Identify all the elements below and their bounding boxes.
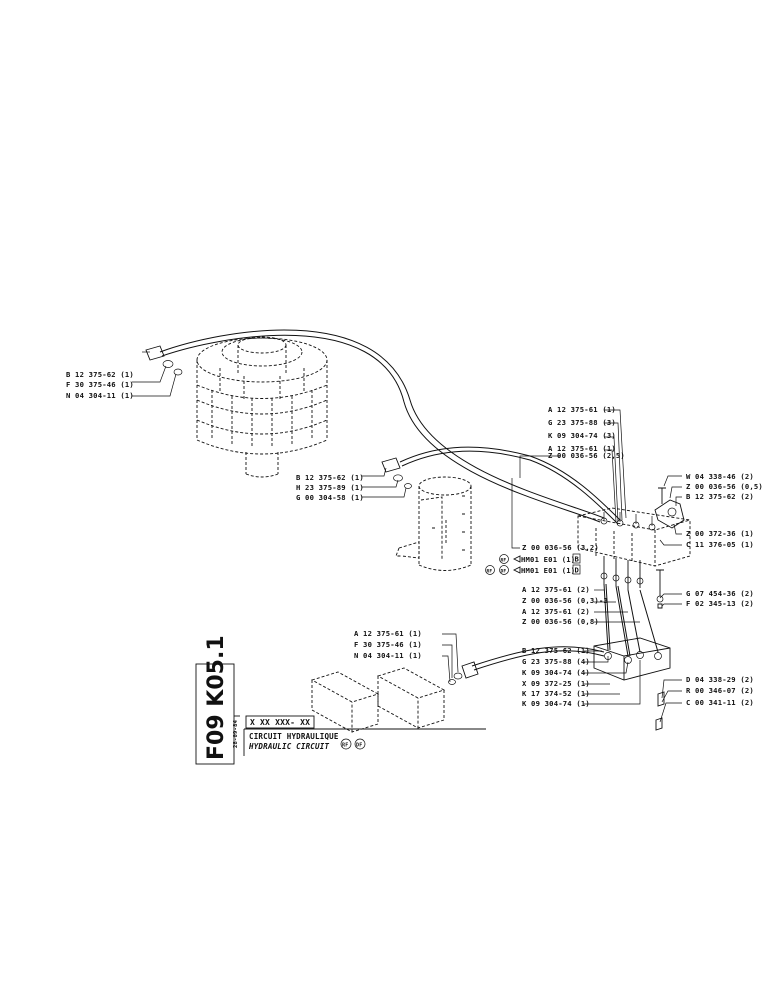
callouts-right-mid: Z 00 372-36 (1) C 11 376-05 (1)	[686, 529, 754, 549]
callout-label: F 30 375-46 (1)	[354, 640, 422, 649]
callouts-mid-left: A 12 375-61 (2) Z 00 036-56 (0,3)-3 A 12…	[522, 585, 608, 626]
callout-label: A 12 375-61 (2)	[522, 607, 590, 616]
callout-label: G 23 375-88 (3)	[548, 418, 616, 427]
arrow-icon	[512, 566, 521, 574]
badge-text: DF	[356, 743, 362, 749]
callout-label: HM01 E01 (1)	[521, 566, 575, 575]
callouts-hose-mid: Z 00 036-56 (3,2) RF HM01 E01 (1) B RF D…	[485, 543, 599, 575]
callout-label: HM01 E01 (1)	[521, 555, 575, 564]
code-box	[195, 663, 235, 765]
callouts-motor: B 12 375-62 (1) F 30 375-46 (1) N 04 304…	[66, 370, 134, 400]
callout-label: A 12 375-61 (1)	[548, 444, 616, 453]
callout-label: X 09 372-25 (1)	[522, 679, 590, 688]
arrow-icon	[512, 555, 521, 563]
drawing-code-text: F09 K05.1	[204, 635, 229, 760]
callouts-low-left: A 12 375-61 (1) F 30 375-46 (1) N 04 304…	[354, 629, 422, 660]
pilot-valve-drawing	[395, 476, 472, 571]
df-badge-icon	[499, 565, 509, 575]
callout-label: G 07 454-36 (2)	[686, 589, 754, 598]
letter-box	[572, 553, 581, 564]
callout-label: R 00 346-07 (2)	[686, 686, 754, 695]
callouts-low-right: D 04 338-29 (2) R 00 346-07 (2) C 00 341…	[686, 675, 754, 707]
callout-label: G 23 375-88 (4)	[522, 657, 590, 666]
callouts-right-top: W 04 338-46 (2) Z 00 036-56 (0,5) B 12 3…	[686, 472, 763, 501]
callout-label: K 09 304-74 (4)	[522, 668, 590, 677]
callout-label: Z 00 372-36 (1)	[686, 529, 754, 538]
callout-label: Z 00 036-56 (0,5)	[686, 482, 763, 491]
callout-label: N 04 304-11 (1)	[66, 391, 134, 400]
callout-label: B 12 375-62 (2)	[686, 492, 754, 501]
callout-label: A 12 375-61 (1)	[354, 629, 422, 638]
callout-label: H 23 375-89 (1)	[296, 483, 364, 492]
fittings	[145, 345, 479, 685]
manifold-drawing	[593, 637, 671, 731]
badge-text: RF	[501, 558, 507, 564]
callout-label: G 00 304-58 (1)	[296, 493, 364, 502]
callout-label: Z 00 036-56 (3,2)	[522, 543, 599, 552]
hydraulic-hoses	[159, 329, 659, 671]
title-block: X XX XXX- XX 28-09-84 CIRCUIT HYDRAULIQU…	[195, 663, 486, 765]
df-badge-icon	[354, 738, 366, 750]
callout-label: B 12 375-62 (1)	[66, 370, 134, 379]
ref-number: X XX XXX- XX	[250, 718, 310, 727]
rf-badge-icon	[499, 554, 509, 564]
badge-text: RF	[342, 743, 348, 749]
hose-letter: B	[575, 555, 580, 564]
callouts-block-top: A 12 375-61 (1) G 23 375-88 (3) K 09 304…	[548, 405, 625, 460]
callout-label: A 12 375-61 (2)	[522, 585, 590, 594]
callout-label: D 04 338-29 (2)	[686, 675, 754, 684]
callout-label: Z 00 036-56 (0,3)-3	[522, 596, 608, 605]
ref-box	[245, 715, 315, 729]
rf-badge-icon	[485, 565, 495, 575]
callout-label: Z 00 036-56 (0,8)	[522, 617, 599, 626]
callout-label: C 00 341-11 (2)	[686, 698, 754, 707]
callout-label: K 09 304-74 (1)	[522, 699, 590, 708]
badge-text: DF	[501, 569, 507, 575]
hose-letter: D	[575, 566, 580, 575]
rf-badge-icon	[340, 738, 352, 750]
callout-label: F 02 345-13 (2)	[686, 599, 754, 608]
drawing-date: 28-09-84	[233, 719, 239, 748]
callout-label: C 11 376-05 (1)	[686, 540, 754, 549]
distributor-block-drawing	[577, 487, 691, 609]
callouts-low-center: B 12 375-62 (1) G 23 375-88 (4) K 09 304…	[522, 646, 590, 708]
title-english: HYDRAULIC CIRCUIT	[248, 742, 329, 751]
title-french: CIRCUIT HYDRAULIQUE	[249, 732, 339, 741]
badge-text: RF	[487, 569, 493, 575]
callouts-right-low: G 07 454-36 (2) F 02 345-13 (2)	[686, 589, 754, 608]
leader-lines	[132, 351, 682, 723]
letter-box	[572, 564, 581, 575]
callout-label: K 17 374-52 (1)	[522, 689, 590, 698]
callout-label: K 09 304-74 (3)	[548, 431, 616, 440]
support-blocks-drawing	[310, 667, 446, 733]
callout-label: N 04 304-11 (1)	[354, 651, 422, 660]
callout-label: B 12 375-62 (1)	[522, 646, 590, 655]
callouts-valve: B 12 375-62 (1) H 23 375-89 (1) G 00 304…	[296, 473, 364, 502]
slewing-motor-drawing	[196, 336, 328, 478]
callout-label: Z 00 036-56 (2,5)	[548, 451, 625, 460]
drawing-code: F09 K05.1	[196, 635, 234, 764]
callout-label: A 12 375-61 (1)	[548, 405, 616, 414]
callout-label: B 12 375-62 (1)	[296, 473, 364, 482]
callout-label: F 30 375-46 (1)	[66, 380, 134, 389]
callout-label: W 04 338-46 (2)	[686, 472, 754, 481]
